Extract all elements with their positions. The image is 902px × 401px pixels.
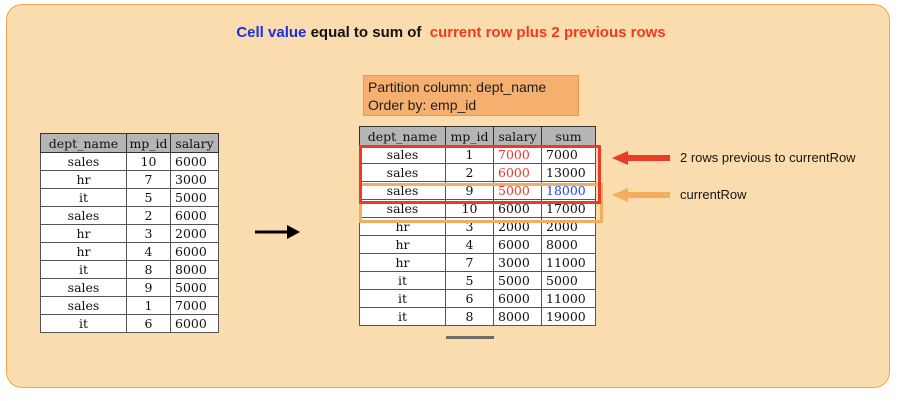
column-header-emp-id: mp_id [126,133,171,153]
cell-salary: 6000 [493,235,542,254]
title-part-rows: current row plus 2 previous rows [429,24,666,41]
cell-dept-name: sales [40,206,127,225]
cell-dept-name: it [359,289,446,308]
cell-dept-name: hr [40,170,127,189]
cell-emp-id: 5 [126,188,171,207]
cell-sum: 19000 [541,307,596,326]
cell-salary: 7000 [170,296,219,315]
cell-salary: 6000 [170,314,219,333]
cell-salary: 6000 [170,206,219,225]
cell-salary: 8000 [493,307,542,326]
cell-emp-id: 7 [126,170,171,189]
column-underline [446,336,494,339]
cell-emp-id: 9 [126,278,171,297]
order-by-text: Order by: emp_id [368,97,477,113]
title-part-sum: equal to sum of [310,24,422,41]
cell-dept-name: it [359,307,446,326]
cell-sum: 5000 [541,271,596,290]
partition-info-box: Partition column: dept_name Order by: em… [363,75,579,116]
cell-dept-name: it [40,188,127,207]
cell-emp-id: 2 [126,206,171,225]
transform-arrow-icon [255,225,300,239]
cell-dept-name: sales [40,278,127,297]
column-header-emp-id: mp_id [445,126,494,146]
orange-arrow-icon [612,188,670,202]
cell-emp-id: 10 [126,152,171,171]
red-arrow-icon [612,151,670,165]
previous-rows-label: 2 rows previous to currentRow [680,150,856,165]
cell-dept-name: it [40,260,127,279]
title-part-cell-value: Cell value [236,24,307,41]
cell-emp-id: 8 [445,307,494,326]
current-row-label: currentRow [680,187,747,202]
window-frame-highlight [359,145,601,204]
cell-salary: 6000 [170,152,219,171]
cell-salary: 5000 [170,188,219,207]
cell-dept-name: it [40,314,127,333]
cell-sum: 11000 [541,289,596,308]
cell-salary: 5000 [493,271,542,290]
cell-sum: 11000 [541,253,596,272]
cell-sum: 13000 [541,163,596,182]
diagram-title: Cell value equal to sum of current row p… [0,24,902,41]
cell-emp-id: 6 [445,289,494,308]
column-header-dept-name: dept_name [40,133,127,153]
cell-emp-id: 1 [126,296,171,315]
cell-emp-id: 8 [126,260,171,279]
cell-salary: 7000 [493,145,542,164]
cell-salary: 2000 [170,224,219,243]
cell-salary: 6000 [170,242,219,261]
cell-salary: 6000 [493,289,542,308]
cell-emp-id: 3 [126,224,171,243]
cell-dept-name: sales [40,296,127,315]
cell-dept-name: sales [359,145,446,164]
cell-dept-name: sales [40,152,127,171]
cell-emp-id: 6 [126,314,171,333]
cell-emp-id: 4 [126,242,171,261]
cell-emp-id: 4 [445,235,494,254]
cell-dept-name: hr [40,224,127,243]
partition-column-text: Partition column: dept_name [368,79,547,95]
cell-emp-id: 7 [445,253,494,272]
cell-dept-name: it [359,271,446,290]
cell-dept-name: hr [359,235,446,254]
cell-emp-id: 5 [445,271,494,290]
cell-salary: 8000 [170,260,219,279]
column-header-salary: salary [170,133,219,153]
cell-dept-name: hr [40,242,127,261]
cell-dept-name: hr [359,253,446,272]
cell-sum: 8000 [541,235,596,254]
cell-salary: 3000 [493,253,542,272]
cell-salary: 5000 [170,278,219,297]
cell-salary: 3000 [170,170,219,189]
column-header-sum: sum [541,126,596,146]
column-header-dept-name: dept_name [359,126,446,146]
column-header-salary: salary [493,126,542,146]
